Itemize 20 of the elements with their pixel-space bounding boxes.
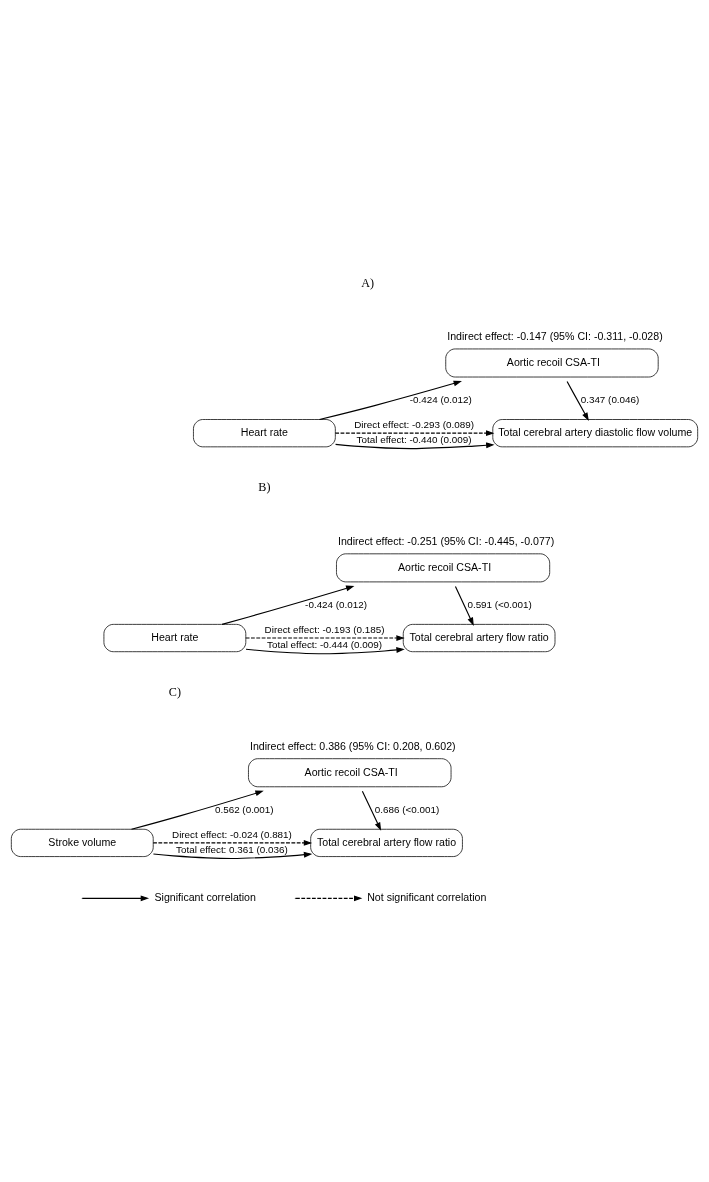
node-label: Indirect effect: -0.251 (95% CI: -0.445, -0.077)	[338, 534, 555, 547]
edge-label: -0.424 (0.012)	[305, 599, 368, 610]
edge-label: 0.591 (<0.001)	[467, 599, 532, 610]
edge-label: Direct effect: -0.293 (0.089)	[354, 419, 474, 431]
node-label: Indirect effect: 0.386 (95% CI: 0.208, 0.602)	[249, 739, 456, 752]
legend-label: Not significant correlation	[367, 891, 487, 904]
label: B)	[258, 480, 271, 495]
edge-label: Direct effect: -0.024 (0.881)	[172, 828, 292, 840]
edge-label: Total effect: -0.440 (0.009)	[356, 434, 472, 446]
node-label: Indirect effect: -0.147 (95% CI: -0.311, -0.028)	[447, 329, 663, 342]
label: A)	[361, 275, 374, 290]
edge-label: -0.424 (0.012)	[409, 394, 472, 406]
legend-label: Significant correlation	[154, 891, 256, 904]
label: C)	[168, 685, 181, 700]
edge-label: Total effect: -0.444 (0.009)	[267, 639, 382, 651]
edge-label: Total effect: 0.361 (0.036)	[176, 844, 288, 856]
edge-label: Direct effect: -0.193 (0.185)	[264, 624, 385, 636]
edge-label: 0.562 (0.001)	[214, 803, 274, 815]
edge-label: 0.347 (0.046)	[580, 394, 640, 406]
edge-label: 0.686 (<0.001)	[374, 803, 440, 815]
